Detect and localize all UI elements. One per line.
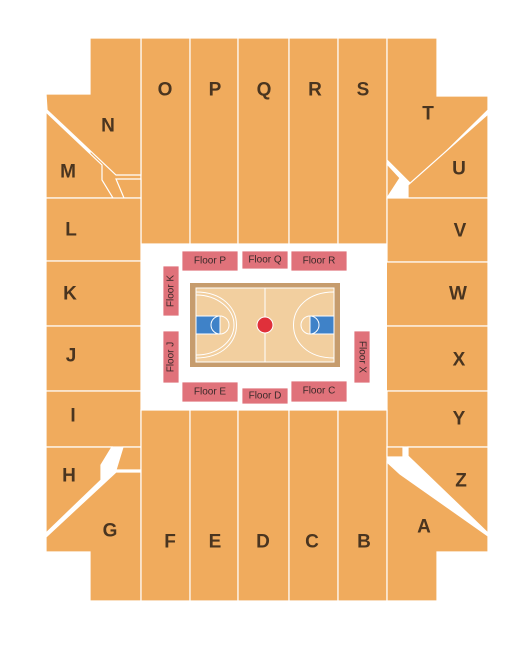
section-e[interactable] bbox=[189, 409, 239, 602]
center-circle bbox=[256, 316, 274, 334]
section-r[interactable] bbox=[237, 37, 290, 245]
section-s[interactable] bbox=[288, 37, 339, 245]
right-paint bbox=[309, 315, 335, 335]
section-u-b[interactable] bbox=[386, 162, 401, 201]
floor-e[interactable] bbox=[181, 381, 239, 403]
section-k[interactable] bbox=[45, 260, 142, 327]
floor-j[interactable] bbox=[162, 330, 180, 384]
section-y[interactable] bbox=[386, 390, 489, 448]
section-t[interactable] bbox=[386, 37, 489, 186]
section-n[interactable] bbox=[45, 37, 142, 176]
section-c[interactable] bbox=[288, 409, 339, 602]
section-d[interactable] bbox=[237, 409, 290, 602]
section-a[interactable] bbox=[386, 460, 489, 602]
section-s-b[interactable] bbox=[337, 37, 388, 245]
section-j[interactable] bbox=[45, 325, 142, 392]
section-m[interactable] bbox=[45, 110, 115, 199]
left-paint bbox=[195, 315, 221, 335]
floor-c[interactable] bbox=[290, 380, 348, 403]
section-h-b[interactable] bbox=[115, 446, 142, 471]
floor-d[interactable] bbox=[241, 387, 289, 405]
section-i[interactable] bbox=[45, 390, 142, 448]
section-x[interactable] bbox=[373, 325, 489, 392]
section-h[interactable] bbox=[45, 446, 114, 535]
floor-k[interactable] bbox=[162, 265, 180, 317]
floor-p[interactable] bbox=[181, 250, 239, 272]
floor-q[interactable] bbox=[241, 250, 289, 270]
floor-r[interactable] bbox=[290, 250, 348, 272]
section-l[interactable] bbox=[45, 197, 142, 262]
section-b[interactable] bbox=[337, 409, 388, 602]
section-f[interactable] bbox=[140, 409, 191, 602]
section-b-b[interactable] bbox=[386, 446, 404, 458]
section-v[interactable] bbox=[386, 197, 489, 263]
basketball-court bbox=[190, 283, 340, 367]
section-g[interactable] bbox=[45, 471, 142, 602]
section-p[interactable] bbox=[140, 37, 191, 245]
section-q[interactable] bbox=[189, 37, 239, 245]
section-w[interactable] bbox=[373, 261, 489, 327]
floor-x[interactable] bbox=[353, 330, 371, 384]
section-z[interactable] bbox=[407, 446, 489, 535]
